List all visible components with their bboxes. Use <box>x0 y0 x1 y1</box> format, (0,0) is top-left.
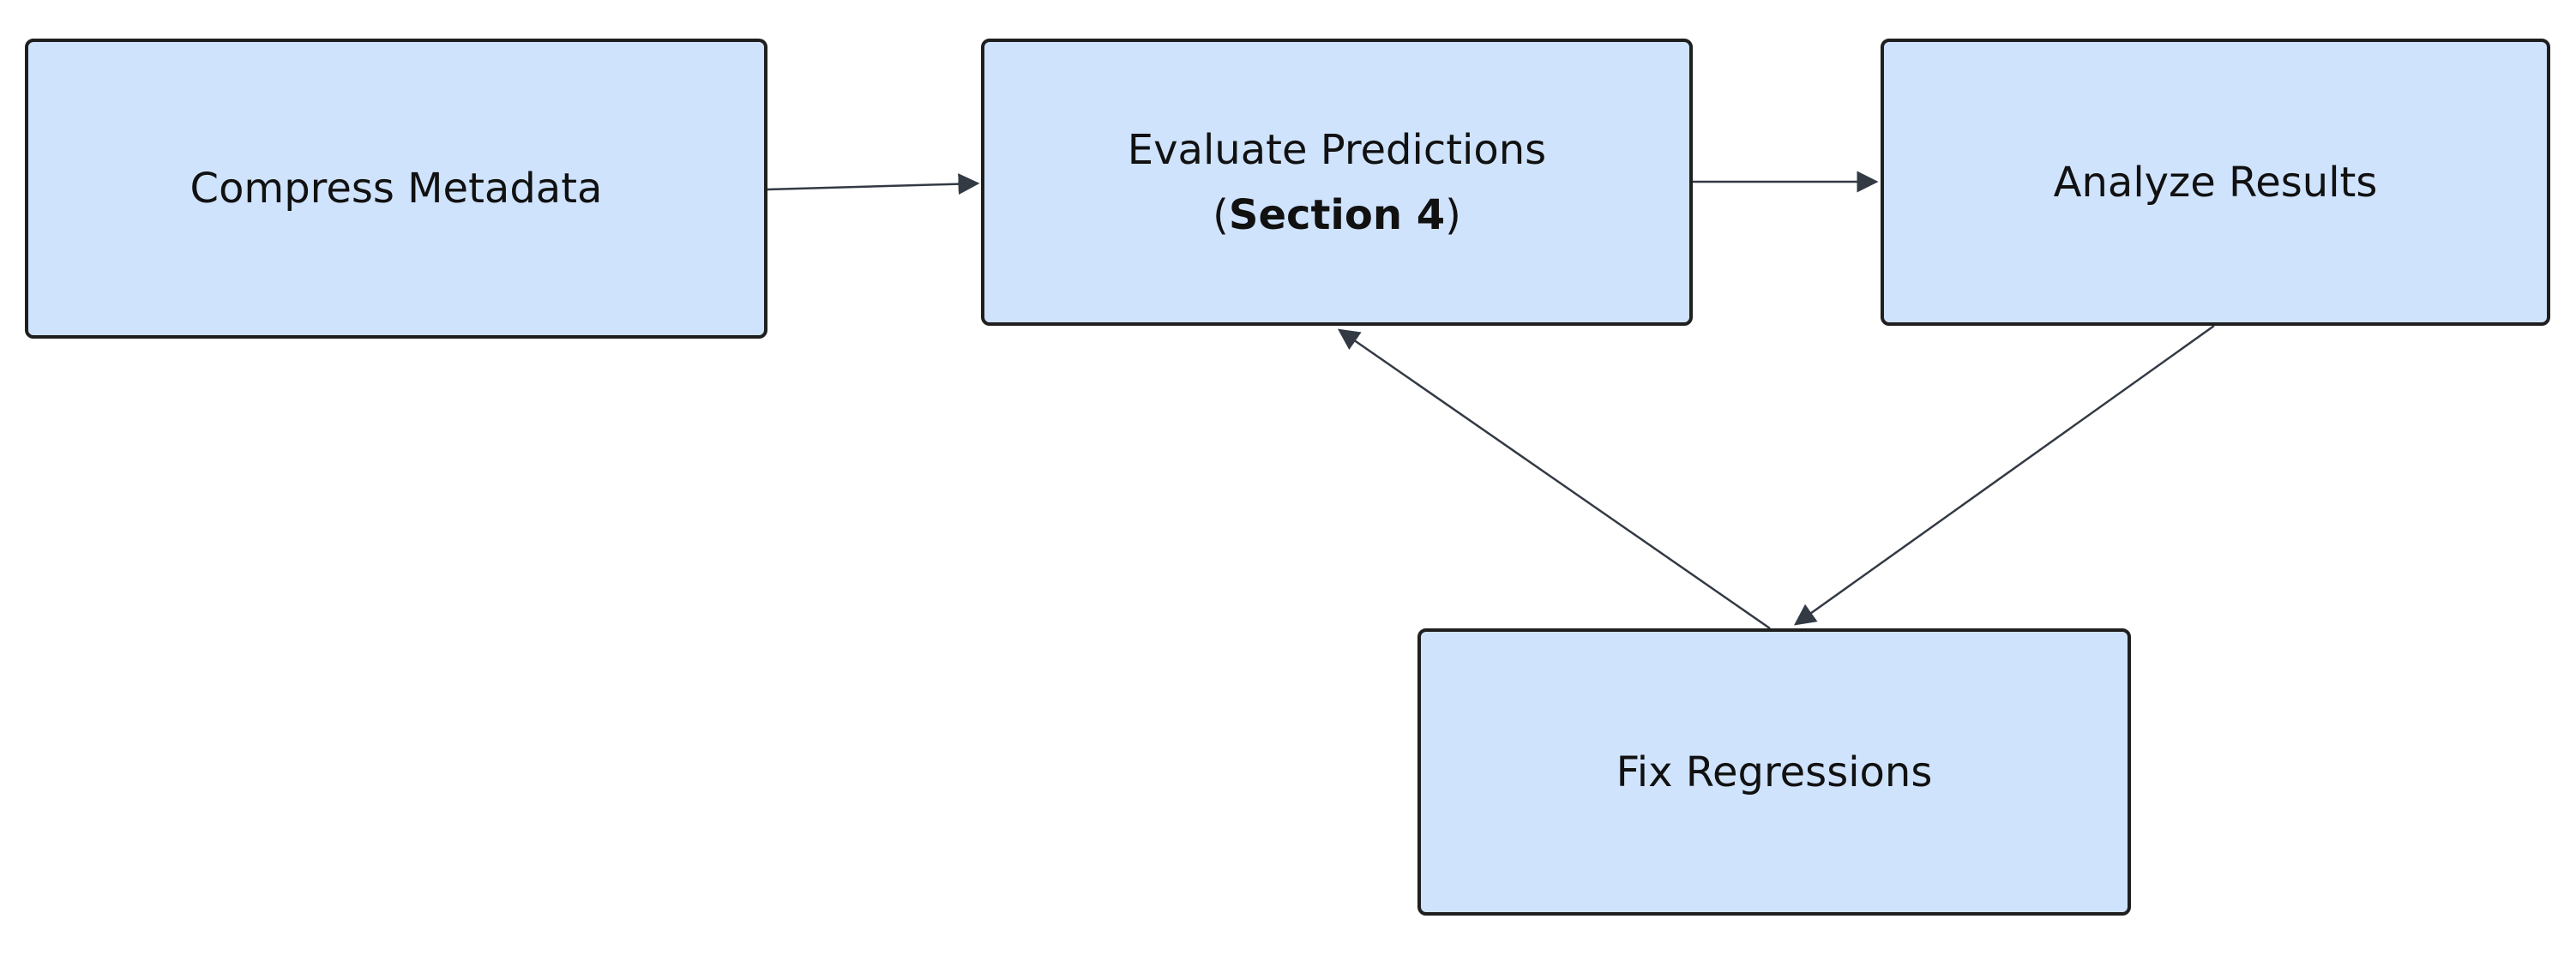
node-fix-regressions-label: Fix Regressions <box>1616 748 1933 796</box>
node-fix-regressions: Fix Regressions <box>1417 628 2131 916</box>
section-close-paren: ) <box>1445 190 1461 239</box>
edge-compress-to-evaluate <box>767 173 980 195</box>
node-evaluate-predictions: Evaluate Predictions (Section 4) <box>981 39 1693 326</box>
edge-analyze-to-fix <box>1793 324 2215 626</box>
node-compress-metadata-label: Compress Metadata <box>190 165 603 213</box>
node-analyze-results-label: Analyze Results <box>2053 158 2378 207</box>
node-evaluate-predictions-section: (Section 4) <box>1213 183 1461 248</box>
node-analyze-results: Analyze Results <box>1881 39 2550 326</box>
section-reference: Section 4 <box>1228 190 1446 239</box>
node-evaluate-predictions-label: Evaluate Predictions <box>1127 125 1547 174</box>
section-open-paren: ( <box>1213 190 1229 239</box>
edge-fix-to-evaluate <box>1337 328 1771 630</box>
node-compress-metadata: Compress Metadata <box>25 39 767 339</box>
